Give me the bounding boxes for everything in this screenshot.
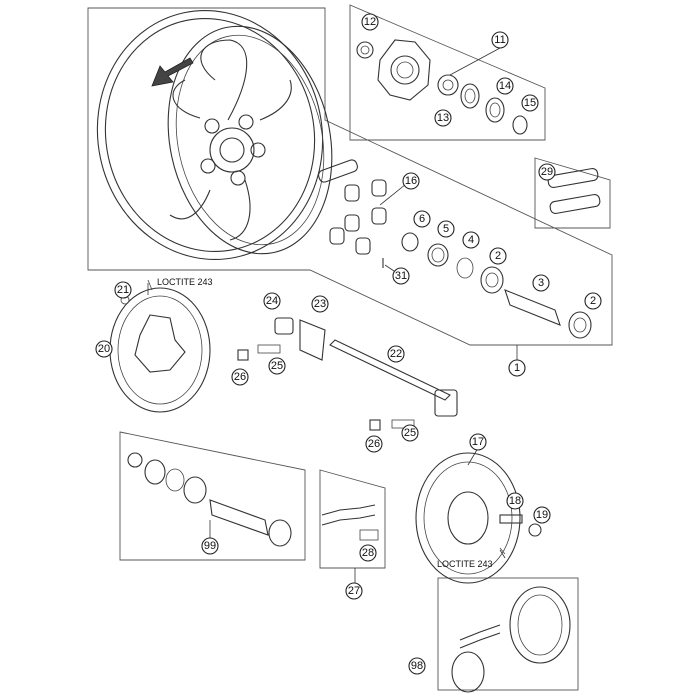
callout-3: 3 (532, 274, 550, 292)
svg-text:3: 3 (538, 277, 544, 289)
svg-text:16: 16 (405, 175, 417, 187)
callout-2b: 2 (584, 292, 602, 310)
svg-text:26: 26 (368, 438, 380, 450)
callout-6: 6 (413, 210, 431, 228)
svg-text:27: 27 (348, 585, 360, 597)
callout-1: 1 (508, 359, 526, 377)
section-frames (87, 4, 613, 691)
svg-text:99: 99 (204, 540, 216, 552)
svg-text:15: 15 (524, 97, 536, 109)
svg-text:1: 1 (514, 362, 520, 374)
callout-4: 4 (462, 231, 480, 249)
svg-text:12: 12 (364, 16, 376, 28)
svg-text:19: 19 (536, 509, 548, 521)
chain-frame (319, 469, 386, 569)
callout-31: 31 (392, 267, 410, 285)
svg-text:18: 18 (509, 495, 521, 507)
svg-text:14: 14 (499, 80, 511, 92)
callout-98: 98 (408, 657, 426, 675)
svg-text:31: 31 (395, 270, 407, 282)
hub-carrier-frame (349, 4, 546, 141)
damper-frame (534, 157, 611, 229)
svg-text:13: 13 (437, 112, 449, 124)
brake-disc (109, 279, 211, 413)
callout-2a: 2 (489, 247, 507, 265)
callout-21: 21 (114, 281, 132, 299)
callout-13: 13 (434, 109, 452, 127)
bearing-kit-frame (119, 431, 306, 561)
svg-text:2: 2 (495, 250, 501, 262)
callout-11: 11 (491, 31, 509, 49)
axle-assembly (237, 317, 458, 431)
svg-text:98: 98 (411, 660, 423, 672)
callout-28: 28 (359, 544, 377, 562)
svg-text:23: 23 (314, 298, 326, 310)
svg-text:22: 22 (390, 348, 402, 360)
svg-text:26: 26 (234, 371, 246, 383)
callout-26b: 26 (365, 435, 383, 453)
callout-19: 19 (533, 506, 551, 524)
svg-text:11: 11 (494, 34, 505, 46)
svg-text:4: 4 (468, 234, 474, 246)
wheel-frame (87, 7, 613, 346)
callout-18: 18 (506, 492, 524, 510)
callout-14: 14 (496, 77, 514, 95)
callout-15: 15 (521, 94, 539, 112)
callout-26a: 26 (231, 368, 249, 386)
callout-23: 23 (311, 295, 329, 313)
callout-5: 5 (437, 220, 455, 238)
callout-17: 17 (469, 433, 487, 451)
cush-drive-dampers (318, 159, 601, 255)
svg-text:17: 17 (472, 436, 484, 448)
chain (321, 504, 379, 541)
svg-text:21: 21 (117, 284, 129, 296)
svg-text:6: 6 (419, 213, 425, 225)
loctite-label-upper: LOCTITE 243 (157, 277, 213, 287)
svg-text:2: 2 (590, 295, 596, 307)
svg-text:28: 28 (362, 547, 374, 559)
sprocket-carrier-group (356, 39, 528, 135)
svg-text:20: 20 (98, 343, 110, 355)
loctite-label-lower: LOCTITE 243 (437, 559, 493, 569)
bearing-kit (127, 452, 292, 547)
callout-25b: 25 (401, 424, 419, 442)
callout-20: 20 (95, 340, 113, 358)
callout-99: 99 (201, 537, 219, 555)
callout-12: 12 (361, 13, 379, 31)
rear-sprocket (415, 452, 542, 584)
svg-text:25: 25 (404, 427, 416, 439)
chain-kit-frame (437, 577, 579, 691)
callout-27: 27 (345, 582, 363, 600)
callout-29: 29 (538, 163, 556, 181)
chain-kit (451, 586, 571, 693)
callout-24: 24 (263, 292, 281, 310)
rotation-arrow-icon (151, 57, 194, 87)
svg-text:24: 24 (266, 295, 278, 307)
svg-text:5: 5 (443, 223, 449, 235)
wheel-bearings-spacers (382, 232, 592, 339)
callout-25a: 25 (268, 357, 286, 375)
svg-text:29: 29 (541, 166, 553, 178)
rear-wheel (96, 9, 333, 261)
svg-text:25: 25 (271, 360, 283, 372)
callout-22: 22 (387, 345, 405, 363)
callout-16: 16 (402, 172, 420, 190)
